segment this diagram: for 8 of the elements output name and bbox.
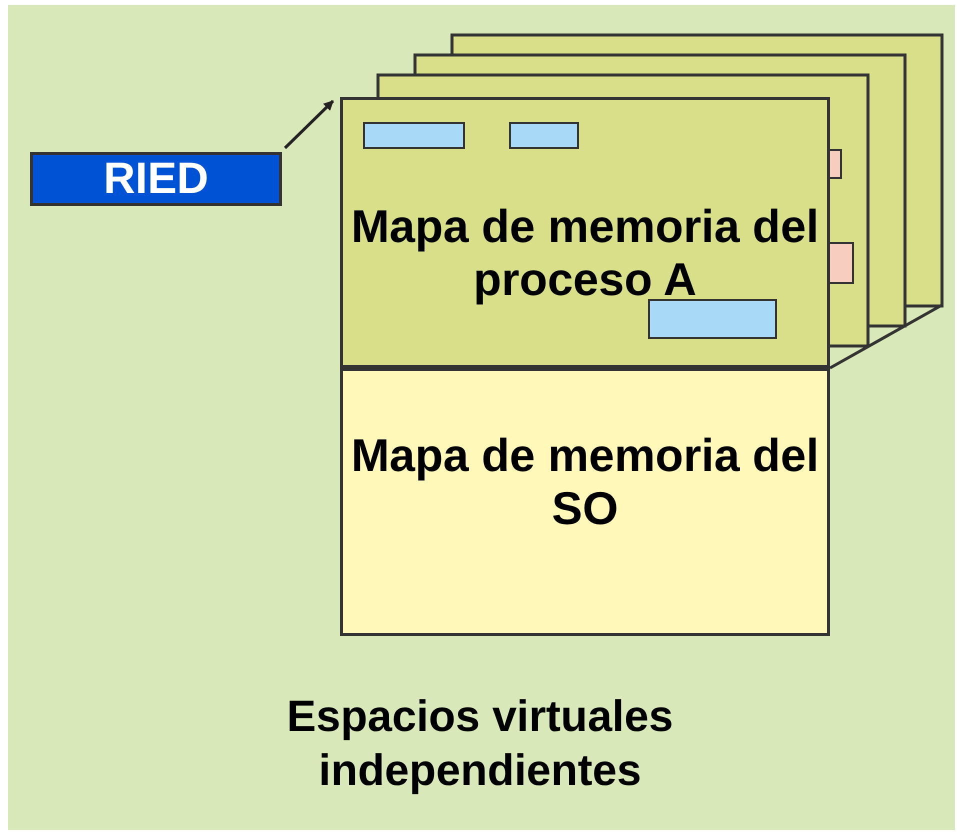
caption-text: Espacios virtuales independientes [286, 691, 674, 797]
os-memory-map-box [340, 368, 830, 636]
node-text: RIED [103, 154, 209, 204]
arrow [284, 100, 334, 150]
node-text: Mapa de memoria del SO [350, 429, 820, 535]
process-memory-map-box [340, 97, 830, 368]
label-box [30, 152, 282, 206]
node-text: Mapa de memoria del proceso A [350, 200, 820, 306]
